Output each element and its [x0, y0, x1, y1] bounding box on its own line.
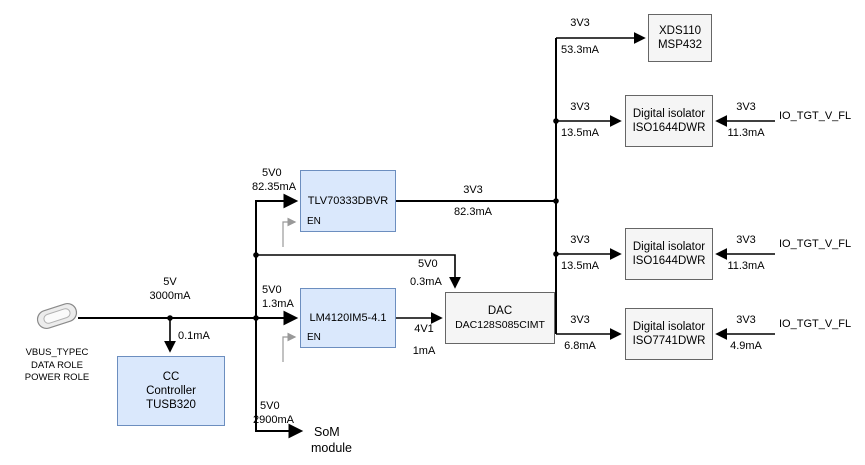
node-tlv70333dbvr-label: TLV70333DBVR: [307, 195, 389, 207]
wire-junction-dots: [167, 118, 559, 321]
label-usb-voltage: 5V: [163, 276, 177, 288]
node-tlv70333dbvr: TLV70333DBVR EN: [300, 170, 396, 232]
node-xds110-msp432: XDS110 MSP432: [648, 14, 712, 62]
node-iso1644dwr-1-line1: Digital isolator: [632, 108, 706, 120]
wire-som-branch: [255, 318, 304, 439]
node-lm4120im5-en-pin: EN: [307, 332, 321, 343]
node-dac128s085-line1: DAC: [487, 305, 513, 317]
node-iso1644dwr-2-line2: ISO1644DWR: [632, 255, 706, 267]
node-iso7741dwr-line1: Digital isolator: [632, 321, 706, 333]
node-lm4120im5-label: LM4120IM5-4.1: [309, 312, 387, 324]
usb-c-connector-icon: [36, 303, 78, 329]
node-tlv70333dbvr-en-pin: EN: [307, 216, 321, 227]
label-iso3-ext-net: IO_TGT_V_FL: [779, 318, 852, 330]
node-xds110-line1: XDS110: [659, 25, 701, 37]
label-tlv-in-current: 82.35mA: [252, 181, 297, 193]
node-iso7741dwr: Digital isolator ISO7741DWR: [625, 308, 713, 360]
label-iso1-ext-voltage: 3V3: [736, 101, 756, 113]
label-xds-voltage: 3V3: [570, 17, 590, 29]
label-dac-in-voltage: 5V0: [418, 258, 438, 270]
usb-source-caption: VBUS_TYPEC DATA ROLE POWER ROLE: [17, 347, 97, 385]
label-iso2-ext-voltage: 3V3: [736, 234, 756, 246]
label-iso3-voltage: 3V3: [570, 314, 590, 326]
node-cc-controller: CC Controller TUSB320: [117, 356, 225, 426]
node-iso1644dwr-1: Digital isolator ISO1644DWR: [625, 95, 713, 147]
wire-dac-5v-branch: [256, 254, 461, 289]
label-tlv-out-current: 82.3mA: [454, 206, 492, 218]
label-iso2-ext-current: 11.3mA: [727, 260, 765, 272]
label-xds-current: 53.3mA: [561, 44, 599, 56]
label-iso1-ext-net: IO_TGT_V_FL: [779, 110, 852, 122]
label-som-line1: SoM: [314, 425, 340, 439]
label-som-line2: module: [311, 441, 352, 455]
usb-caption-line3: POWER ROLE: [24, 372, 90, 383]
label-cc-current: 0.1mA: [178, 330, 210, 342]
wire-tlv-en: [282, 217, 297, 247]
label-iso3-ext-current: 4.9mA: [730, 340, 762, 352]
label-iso1-current: 13.5mA: [561, 127, 599, 139]
label-som-current: 2900mA: [253, 414, 294, 426]
label-tlv-in-voltage: 5V0: [262, 167, 282, 179]
label-iso2-voltage: 3V3: [570, 234, 590, 246]
label-iso3-current: 6.8mA: [564, 340, 596, 352]
label-lm-in-current: 1.3mA: [262, 298, 294, 310]
label-iso2-current: 13.5mA: [561, 260, 599, 272]
label-usb-current: 3000mA: [149, 290, 191, 302]
wire-tlv-input: [255, 193, 299, 318]
node-iso1644dwr-1-line2: ISO1644DWR: [632, 122, 706, 134]
label-tlv-out-voltage: 3V3: [463, 184, 483, 196]
label-iso1-ext-current: 11.3mA: [727, 127, 765, 139]
node-cc-controller-line2: Controller: [146, 385, 196, 397]
node-iso7741dwr-line2: ISO7741DWR: [632, 335, 706, 347]
label-lm-in-voltage: 5V0: [262, 284, 282, 296]
node-dac128s085-line2: DAC128S085CIMT: [455, 319, 545, 331]
label-som-voltage: 5V0: [260, 400, 280, 412]
label-dac-in-current: 0.3mA: [410, 276, 442, 288]
node-lm4120im5: LM4120IM5-4.1 EN: [300, 288, 396, 348]
node-iso1644dwr-2-line1: Digital isolator: [632, 241, 706, 253]
node-cc-controller-line3: TUSB320: [146, 399, 196, 411]
wire-lm-en: [282, 332, 297, 362]
label-iso2-ext-net: IO_TGT_V_FL: [779, 238, 852, 250]
node-dac128s085: DAC DAC128S085CIMT: [445, 292, 555, 344]
label-iso1-voltage: 3V3: [570, 101, 590, 113]
node-xds110-line2: MSP432: [657, 39, 703, 51]
node-cc-controller-line1: CC: [162, 371, 180, 383]
label-iso3-ext-voltage: 3V3: [736, 314, 756, 326]
label-lm-out-voltage: 4V1: [414, 323, 434, 335]
usb-caption-line2: DATA ROLE: [31, 359, 83, 371]
label-lm-out-current: 1mA: [412, 345, 436, 357]
node-iso1644dwr-2: Digital isolator ISO1644DWR: [625, 228, 713, 280]
usb-caption-line1: VBUS_TYPEC: [25, 347, 89, 358]
